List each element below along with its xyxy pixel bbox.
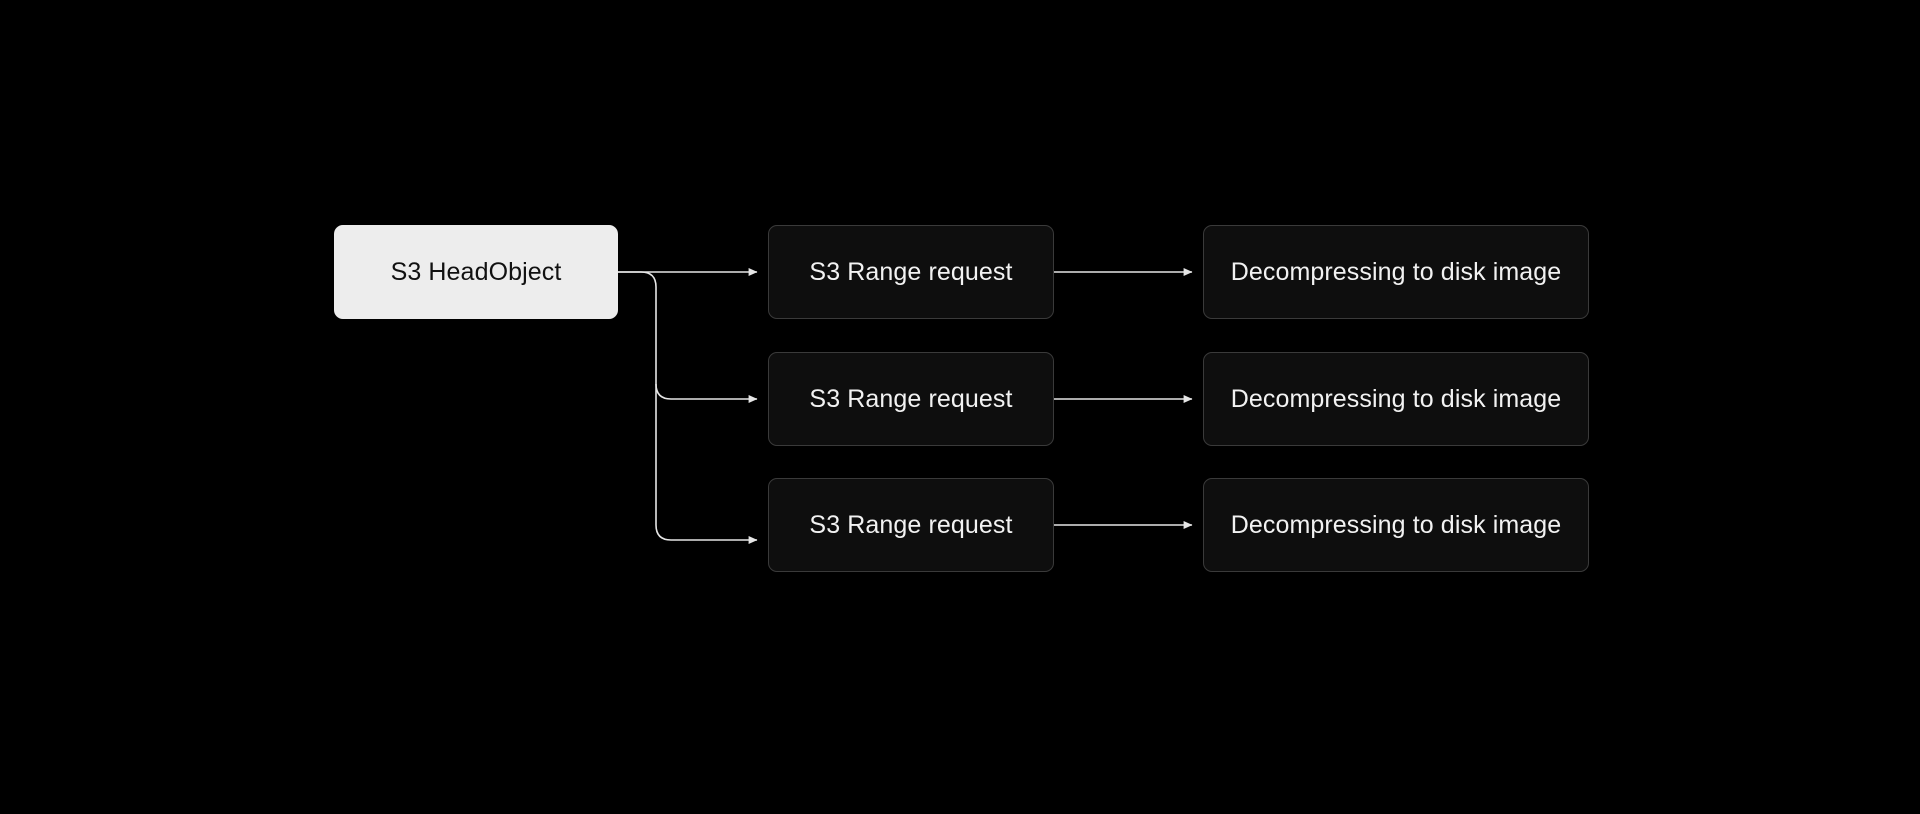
node-label: S3 Range request <box>809 385 1013 413</box>
edge-head-to-range-trunk <box>618 271 758 544</box>
node-s3-range-request-1[interactable]: S3 Range request <box>768 225 1054 319</box>
node-s3-range-request-3[interactable]: S3 Range request <box>768 478 1054 572</box>
node-label: S3 HeadObject <box>390 258 562 286</box>
node-label: Decompressing to disk image <box>1230 385 1562 413</box>
node-decompressing-to-disk-image-3[interactable]: Decompressing to disk image <box>1203 478 1589 572</box>
node-s3-range-request-2[interactable]: S3 Range request <box>768 352 1054 446</box>
node-s3-headobject[interactable]: S3 HeadObject <box>334 225 618 319</box>
node-label: Decompressing to disk image <box>1230 511 1562 539</box>
node-decompressing-to-disk-image-1[interactable]: Decompressing to disk image <box>1203 225 1589 319</box>
node-label: S3 Range request <box>809 258 1013 286</box>
node-decompressing-to-disk-image-2[interactable]: Decompressing to disk image <box>1203 352 1589 446</box>
node-label: Decompressing to disk image <box>1230 258 1562 286</box>
node-label: S3 Range request <box>809 511 1013 539</box>
edge-head-to-range-2 <box>655 383 758 403</box>
